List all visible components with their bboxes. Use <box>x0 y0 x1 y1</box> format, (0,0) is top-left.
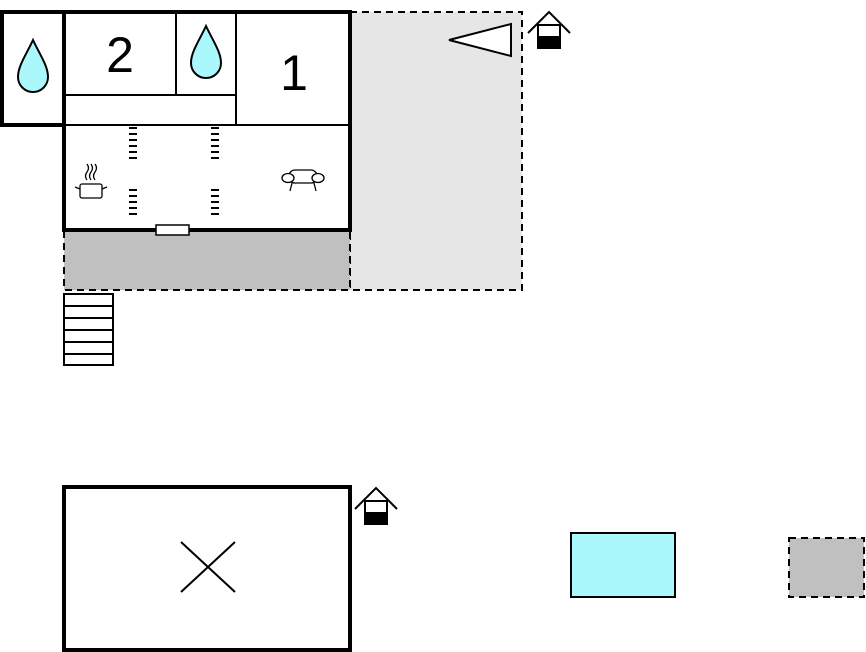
door-threshold <box>155 224 190 236</box>
water-drop-icon <box>189 23 223 79</box>
view-direction-icon <box>448 22 512 58</box>
sofa-icon <box>281 169 325 192</box>
terrace-legend-swatch <box>788 537 865 598</box>
outdoor-area <box>349 11 523 291</box>
x-mark-icon <box>180 541 236 593</box>
terrace <box>63 229 351 291</box>
cooking-pot-icon <box>74 163 108 199</box>
stairs-icon <box>63 293 114 366</box>
bedroom-2-number: 2 <box>106 27 134 83</box>
bedroom-1-number: 1 <box>280 45 308 101</box>
house-walls <box>0 10 352 232</box>
room-partition-marks <box>129 127 219 215</box>
house-entrance-icon <box>527 10 571 49</box>
water-legend-swatch <box>570 532 676 598</box>
house-entrance-icon <box>354 486 398 525</box>
water-drop-icon <box>16 37 50 93</box>
